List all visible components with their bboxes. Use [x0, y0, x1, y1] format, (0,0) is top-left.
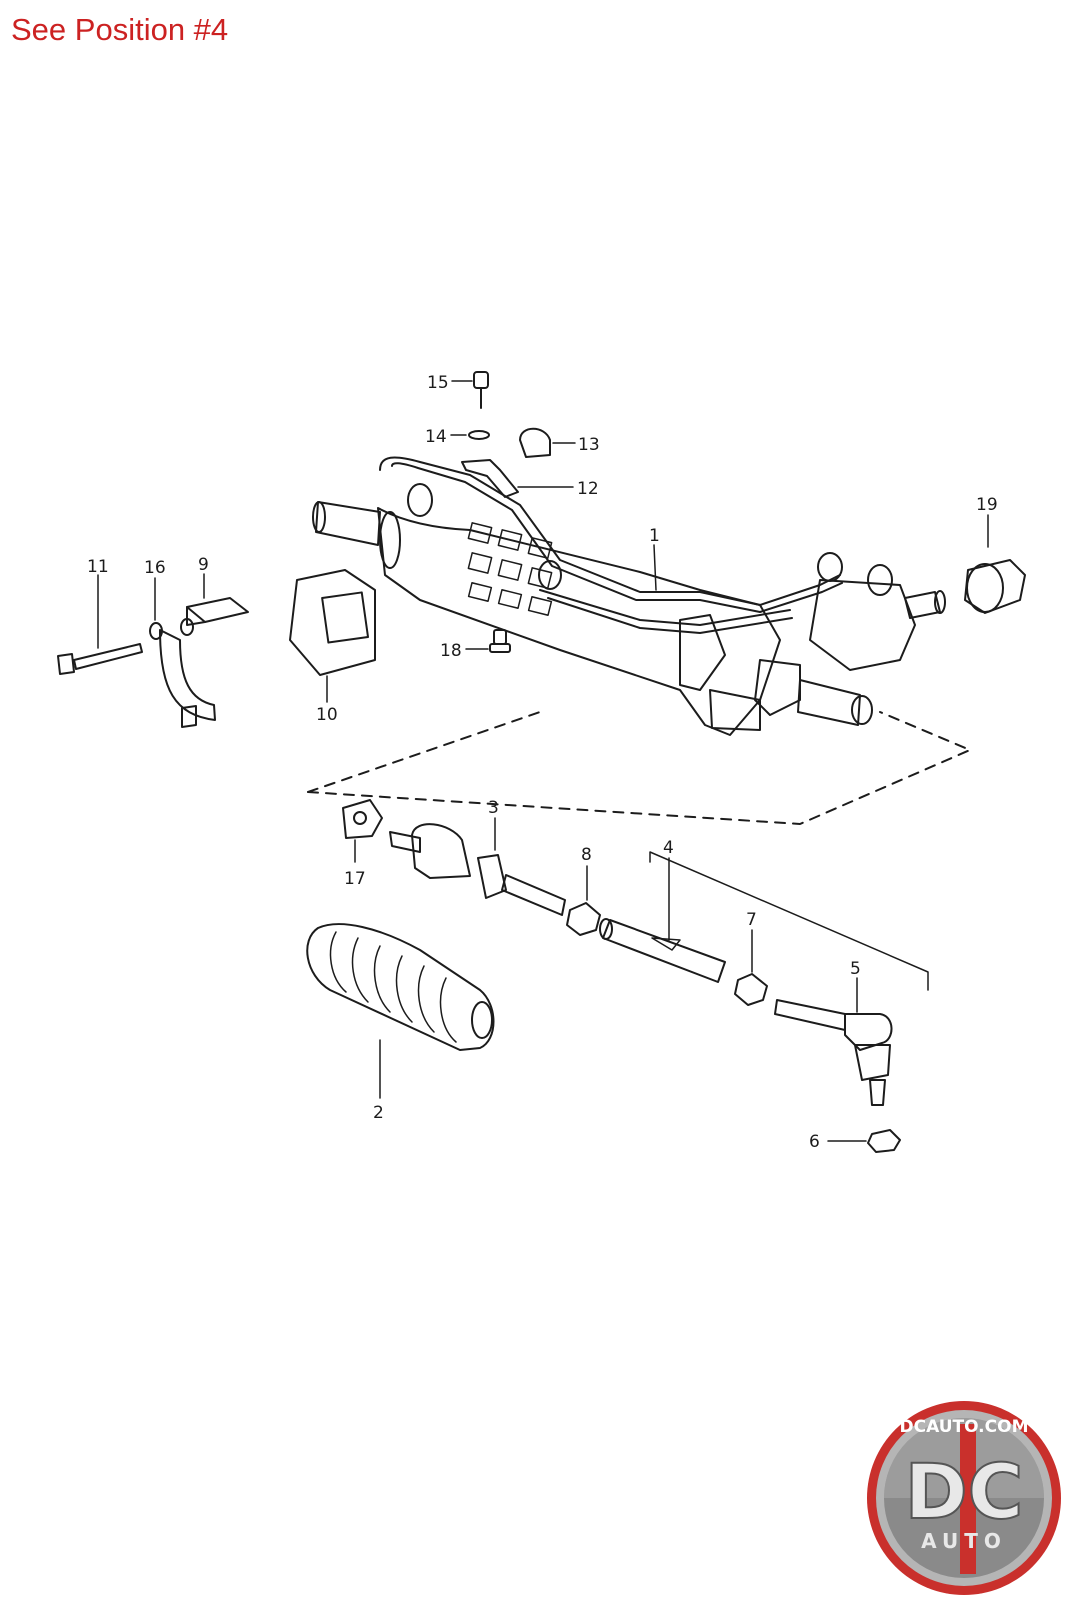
part-5-tie-rod-end: [774, 977, 893, 1106]
logo-bottom-text: AUTO: [921, 1529, 1007, 1553]
callout-15: 15: [427, 373, 449, 393]
part-2-boot: [306, 923, 495, 1099]
part-15-bolt: [451, 371, 489, 409]
callout-18: 18: [440, 641, 462, 661]
part-13-clamp: [519, 427, 576, 458]
callout-12: 12: [577, 479, 599, 499]
header-title: See Position #4: [11, 12, 229, 47]
logo-monogram: DC: [905, 1447, 1024, 1536]
part-10-bushing: [289, 569, 376, 703]
part-3-inner-tie-rod: [389, 817, 566, 916]
part-7-nut: [734, 929, 768, 1006]
part-4-sleeve: [599, 851, 929, 991]
callout-2: 2: [373, 1103, 384, 1123]
part-12-bracket: [461, 459, 574, 498]
callout-17: 17: [344, 869, 366, 889]
callout-labels: 1 2 3 4 5 6 7 8 9 10 11 12 13 14 15 16 1…: [87, 373, 998, 1152]
part-19-ring: [964, 514, 1026, 614]
callout-19: 19: [976, 495, 998, 515]
callout-5: 5: [850, 959, 861, 979]
callout-1: 1: [649, 526, 660, 546]
callout-14: 14: [425, 427, 447, 447]
callout-11: 11: [87, 557, 109, 577]
callout-16: 16: [144, 558, 166, 578]
part-14-washer: [450, 430, 490, 440]
callout-4: 4: [663, 838, 674, 858]
part-8-nut: [566, 865, 601, 936]
part-6-nut: [827, 1129, 901, 1153]
callout-3: 3: [488, 798, 499, 818]
page-header: See Position #4: [11, 10, 228, 50]
part-17-pad: [342, 799, 383, 863]
logo-top-text: DCAUTO.COM: [899, 1417, 1028, 1437]
part-18-screw: [465, 629, 511, 653]
part-11-bolt: [57, 574, 143, 675]
callout-6: 6: [809, 1132, 820, 1152]
callout-9: 9: [198, 555, 209, 575]
assembly-dashed-line: [307, 711, 971, 825]
dcauto-logo: DCAUTO.COM DC AUTO: [867, 1401, 1061, 1595]
part-9-clamp: [159, 573, 249, 728]
callout-7: 7: [746, 910, 757, 930]
callout-8: 8: [581, 845, 592, 865]
part-16-washer: [149, 577, 163, 640]
callout-10: 10: [316, 705, 338, 725]
part-steering-rack: [312, 456, 946, 736]
callout-13: 13: [578, 435, 600, 455]
